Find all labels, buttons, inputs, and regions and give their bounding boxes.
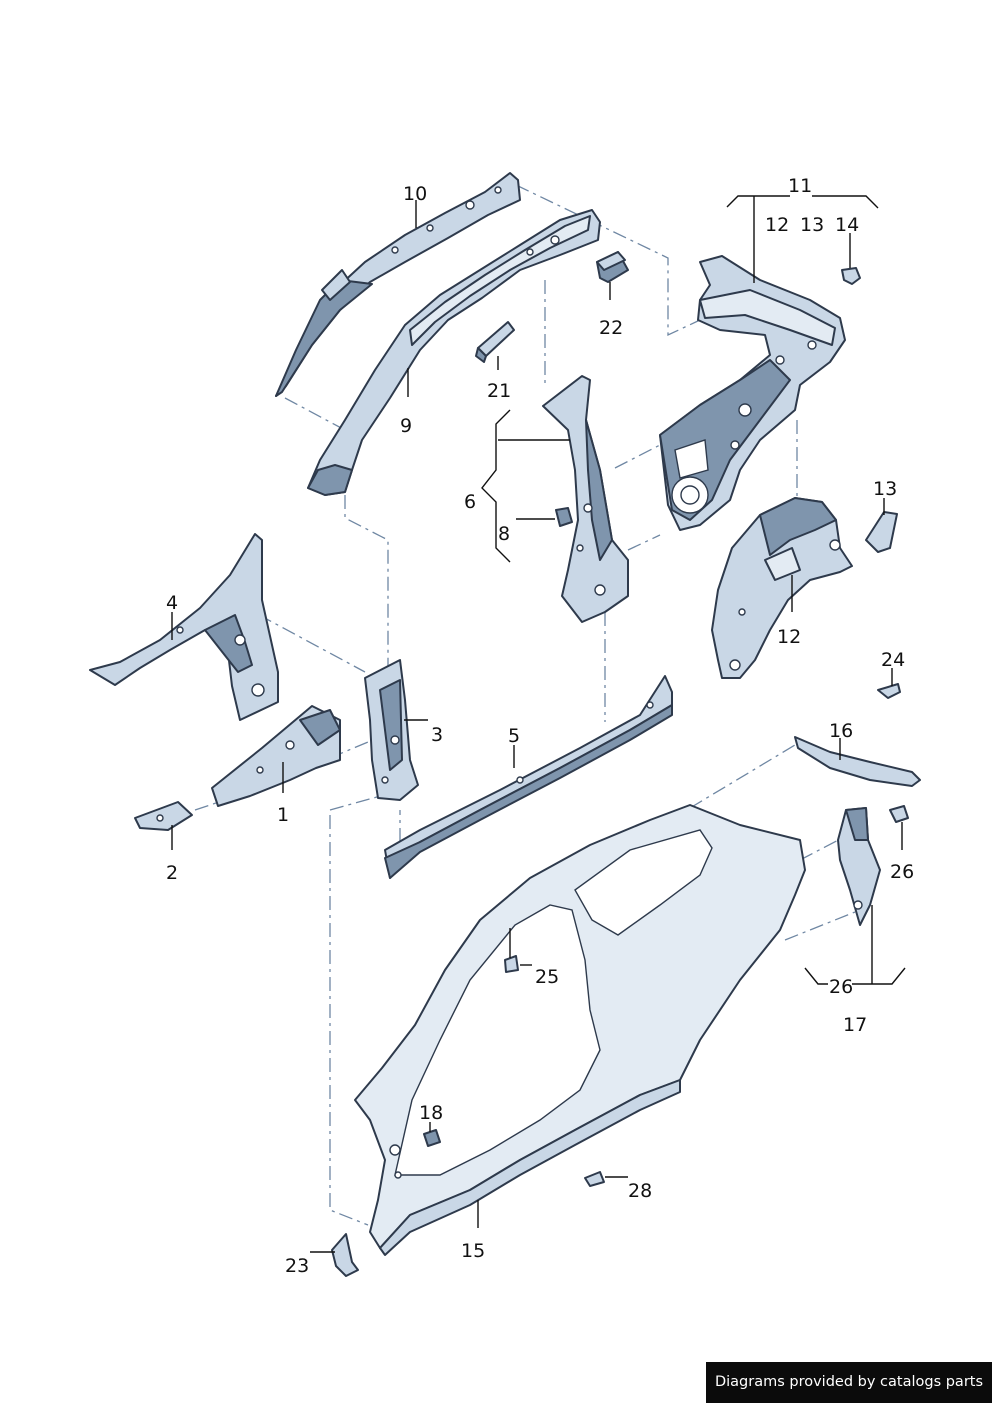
callout-13-top: 13 <box>800 214 824 236</box>
callout-28: 28 <box>628 1180 652 1202</box>
callout-labels: 10 11 12 13 14 22 21 9 6 8 13 4 12 24 16… <box>166 175 914 1277</box>
callout-10: 10 <box>403 183 427 205</box>
callout-13: 13 <box>873 478 897 500</box>
callout-6: 6 <box>464 491 476 513</box>
part-6-b-pillar <box>542 375 629 623</box>
callout-18: 18 <box>419 1102 443 1124</box>
callout-5: 5 <box>508 725 520 747</box>
part-8-clip <box>555 507 573 527</box>
leader-lines <box>171 195 906 1253</box>
callout-8: 8 <box>498 523 510 545</box>
part-10-roof-rail-reinforcement <box>275 172 521 397</box>
part-12-rear-wheelhouse <box>711 497 853 679</box>
callout-23: 23 <box>285 1255 309 1277</box>
part-14-screw <box>841 267 861 285</box>
part-25-clip <box>504 955 519 973</box>
callout-11: 11 <box>788 175 812 197</box>
callout-17: 17 <box>843 1014 867 1036</box>
callout-3: 3 <box>431 724 443 746</box>
part-17-rear-bracket <box>837 807 881 926</box>
part-3-hinge-pillar <box>364 659 419 801</box>
part-28-plug <box>584 1171 605 1187</box>
part-2-small-bracket <box>134 801 193 831</box>
catalog-credit-text: Diagrams provided by catalogs parts <box>714 1374 984 1390</box>
part-13-plate <box>865 511 898 553</box>
part-5-sill-reinforcement <box>384 675 673 879</box>
catalog-credit-banner: Diagrams provided by catalogs parts <box>706 1362 992 1403</box>
callout-15: 15 <box>461 1240 485 1262</box>
part-11-rear-inner-panel <box>659 255 846 531</box>
callout-22: 22 <box>599 317 623 339</box>
part-22-bracket <box>596 251 629 283</box>
callout-12-top: 12 <box>765 214 789 236</box>
part-9-roof-frame-side <box>307 209 601 496</box>
part-26-pin <box>889 805 909 823</box>
part-23-bracket <box>331 1233 359 1277</box>
callout-26: 26 <box>829 976 853 998</box>
callout-24: 24 <box>881 649 905 671</box>
callout-12: 12 <box>777 626 801 648</box>
part-16-rear-bracket <box>794 736 921 787</box>
part-18-nut <box>423 1129 441 1147</box>
callout-26-top: 26 <box>890 861 914 883</box>
callout-25: 25 <box>535 966 559 988</box>
part-4-a-pillar-inner <box>89 533 279 721</box>
callout-2: 2 <box>166 862 178 884</box>
callout-16: 16 <box>829 720 853 742</box>
callout-21: 21 <box>487 380 511 402</box>
callout-9: 9 <box>400 415 412 437</box>
part-24-screw <box>877 683 901 699</box>
callout-14: 14 <box>835 214 859 236</box>
part-21-bracket <box>475 321 515 363</box>
part-15-side-panel <box>354 804 806 1256</box>
part-1-hinge-pillar-bracket <box>211 705 341 807</box>
callout-4: 4 <box>166 592 178 614</box>
callout-1: 1 <box>277 804 289 826</box>
